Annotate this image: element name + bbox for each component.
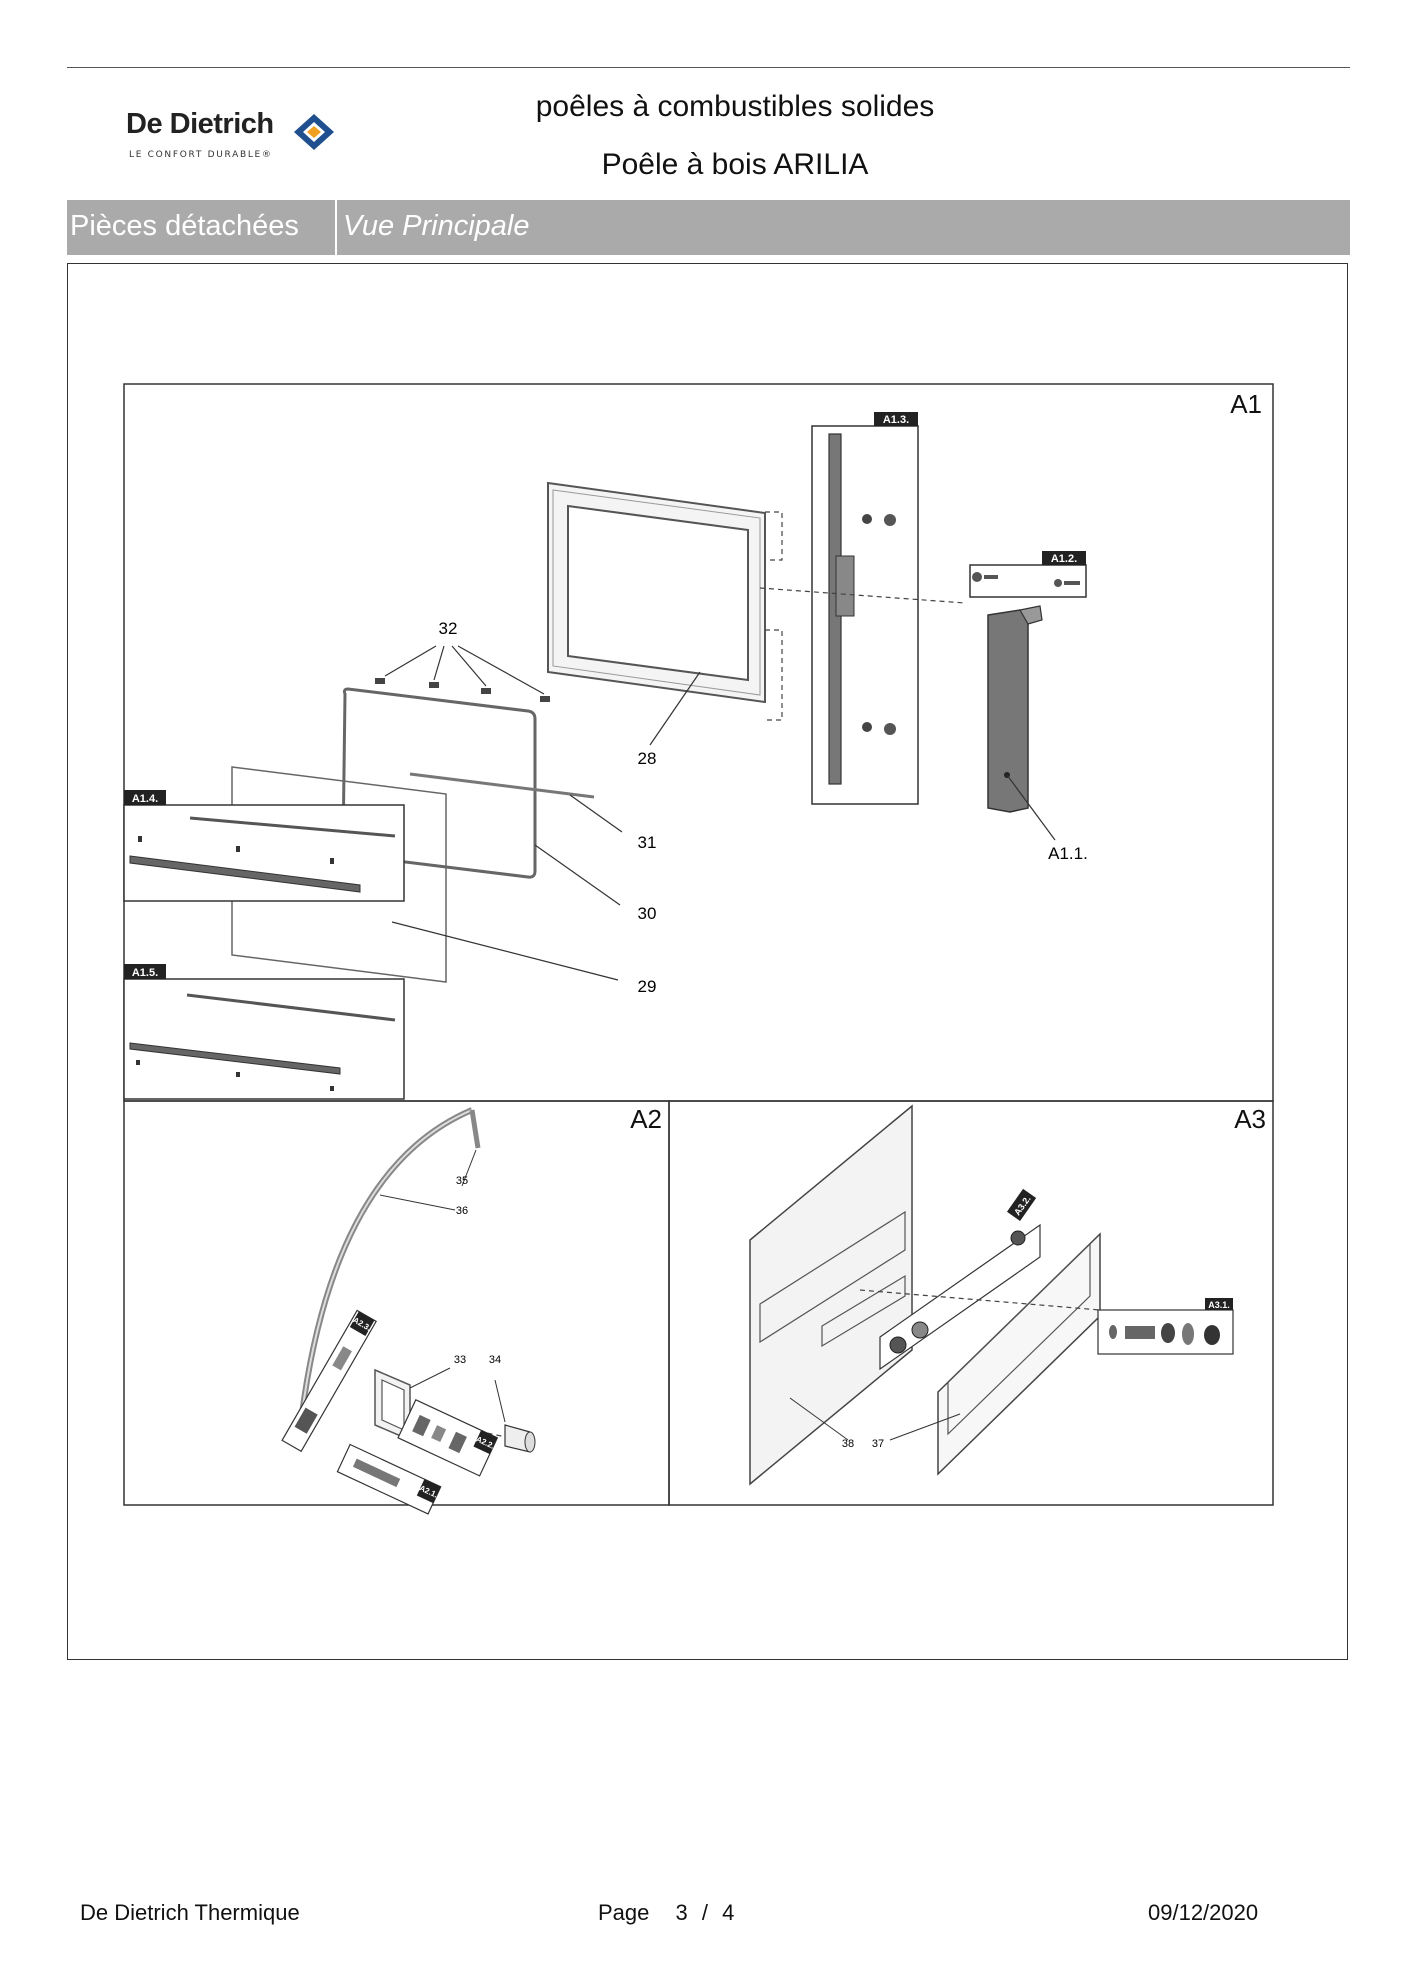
band-divider bbox=[335, 200, 337, 255]
tag-a3-1: A3.1. bbox=[1208, 1300, 1230, 1310]
seal-strips-box-a1-5: A1.5. bbox=[123, 964, 405, 1100]
a2-assembly: A2.3. A2.2. A2.1. bbox=[281, 1107, 536, 1515]
door-frame-part bbox=[547, 481, 766, 704]
tag-a1-4: A1.4. bbox=[132, 793, 158, 805]
section-band: Pièces détachées Vue Principale bbox=[67, 200, 1350, 255]
callout-32: 32 bbox=[439, 619, 458, 638]
footer-page-indicator: Page 3 / 4 bbox=[598, 1900, 734, 1926]
panel-a2-label: A2 bbox=[630, 1104, 662, 1134]
brand-logo: De Dietrich LE CONFORT DURABLE® bbox=[126, 108, 376, 168]
drawing-frame bbox=[67, 263, 1348, 1660]
footer-page-word: Page bbox=[598, 1900, 650, 1925]
panel-a3-label: A3 bbox=[1234, 1104, 1266, 1134]
tag-a1-5: A1.5. bbox=[132, 967, 158, 979]
footer-page-total: 4 bbox=[722, 1900, 735, 1925]
hinge-detail-box: A1.3. bbox=[811, 412, 919, 805]
callout-a1-1: A1.1. bbox=[1048, 844, 1088, 863]
callout-34: 34 bbox=[489, 1354, 501, 1366]
brand-tagline: LE CONFORT DURABLE® bbox=[129, 150, 273, 160]
callout-28: 28 bbox=[638, 749, 657, 768]
footer-page-current: 3 bbox=[675, 1900, 688, 1925]
footer-date: 09/12/2020 bbox=[1148, 1900, 1259, 1925]
callout-35: 35 bbox=[456, 1175, 468, 1187]
footer-company: De Dietrich Thermique bbox=[80, 1900, 300, 1925]
callout-33: 33 bbox=[454, 1354, 466, 1366]
callout-36: 36 bbox=[456, 1205, 468, 1217]
callout-30: 30 bbox=[638, 904, 657, 923]
product-title: Poêle à bois ARILIA bbox=[601, 148, 869, 181]
view-label: Vue Principale bbox=[343, 210, 530, 242]
panel-a1-label: A1 bbox=[1230, 389, 1262, 419]
brand-name: De Dietrich bbox=[126, 108, 274, 140]
panel-a3: A3 bbox=[668, 1100, 1274, 1506]
callout-29: 29 bbox=[638, 977, 657, 996]
top-rule bbox=[67, 67, 1350, 68]
tag-a1-2: A1.2. bbox=[1051, 553, 1077, 565]
brand-diamond-icon bbox=[294, 114, 334, 150]
clips-part bbox=[375, 678, 550, 702]
callout-37: 37 bbox=[872, 1438, 884, 1450]
rod-part bbox=[409, 772, 595, 799]
handle-fixing-box: A1.2. bbox=[969, 551, 1087, 598]
callout-31: 31 bbox=[638, 833, 657, 852]
document-category: poêles à combustibles solides bbox=[535, 90, 935, 123]
seal-strips-box-a1-4: A1.4. bbox=[123, 790, 405, 902]
door-handle-part bbox=[987, 605, 1043, 813]
callout-38: 38 bbox=[842, 1438, 854, 1450]
tag-a1-3: A1.3. bbox=[883, 414, 909, 426]
a3-assembly: A3.2. A3.1. bbox=[749, 1104, 1234, 1486]
section-label: Pièces détachées bbox=[70, 210, 299, 242]
footer-page-separator: / bbox=[701, 1900, 709, 1925]
